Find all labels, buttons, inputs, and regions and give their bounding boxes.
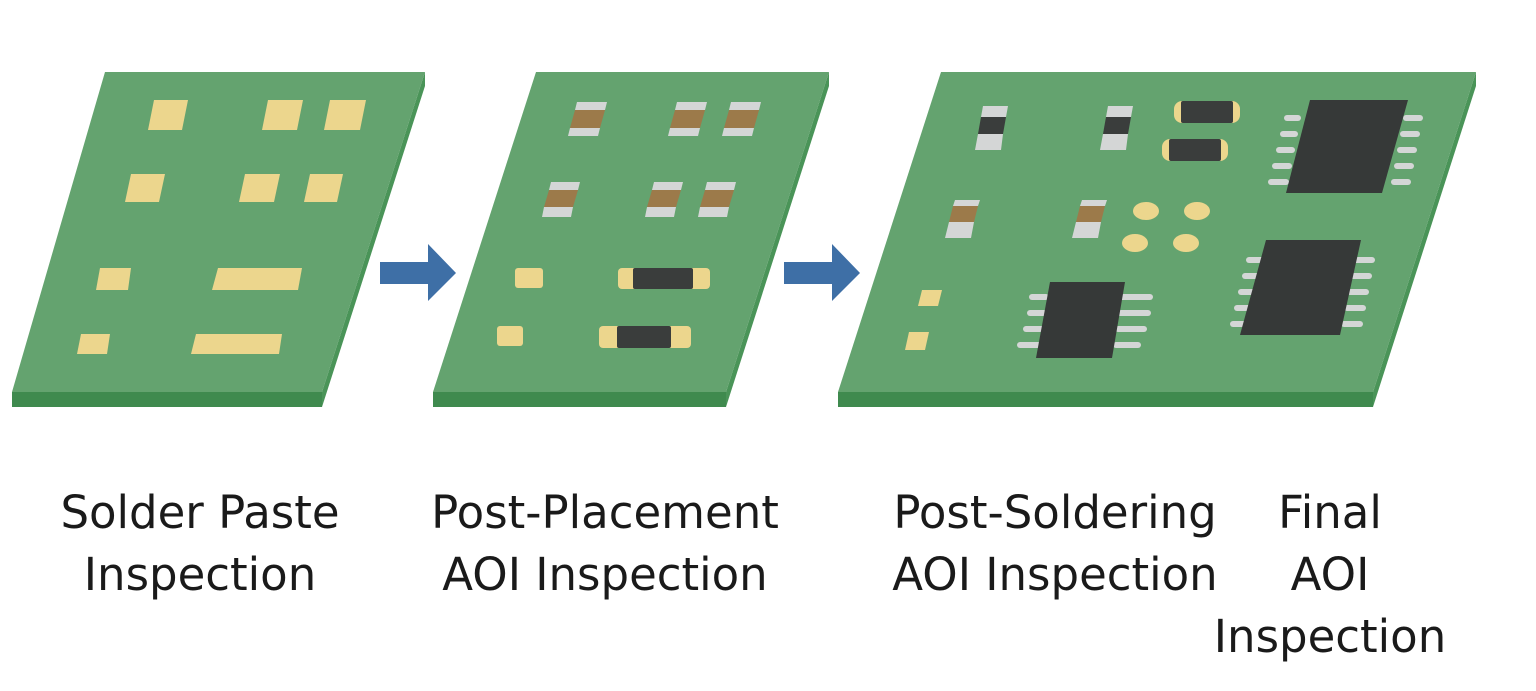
solder-pad-icon: [324, 100, 366, 130]
chip-component-icon: [1162, 139, 1228, 161]
solder-joints: [905, 202, 1210, 350]
stage-label-final: Final AOI Inspection: [1205, 482, 1455, 668]
board-top: [12, 72, 425, 392]
solder-pad-icon: [212, 268, 302, 290]
stage-label-post-placement: Post-Placement AOI Inspection: [405, 482, 805, 606]
stage-label-line: Inspection: [1213, 610, 1447, 663]
small-components: [497, 268, 710, 348]
solder-pad-icon: [77, 334, 110, 354]
stage-label-line: AOI: [1290, 548, 1370, 601]
stage-label-line: Inspection: [83, 548, 317, 601]
chip-component-icon: [1174, 101, 1240, 123]
resistor-icon: [722, 102, 761, 136]
pcb-board-post-placement: [433, 72, 829, 407]
resistor-icon: [645, 182, 683, 217]
solder-pad-icon: [515, 268, 543, 288]
ic-chip-icon: [1017, 282, 1153, 358]
resistor-icon: [568, 102, 607, 136]
resistor-icon: [945, 200, 980, 238]
solder-pad-icon: [905, 332, 929, 350]
solder-pad-icon: [1133, 202, 1159, 220]
stage-label-line: Final: [1278, 486, 1382, 539]
board-side: [433, 392, 726, 407]
stage-label-line: Solder Paste: [60, 486, 340, 539]
small-chip-icon: [1100, 106, 1133, 150]
resistor-icon: [1072, 200, 1107, 238]
stage-label-line: Post-Soldering: [893, 486, 1217, 539]
board-side-right: [322, 72, 425, 407]
chip-component-icon: [599, 326, 691, 348]
solder-pad-icon: [1173, 234, 1199, 252]
pcb-board-solder-paste: [12, 72, 425, 407]
right-arrow-icon: [784, 244, 860, 301]
solder-pad-icon: [148, 100, 188, 130]
solder-pad-icon: [125, 174, 165, 202]
resistor-icon: [698, 182, 736, 217]
solder-pad-icon: [191, 334, 282, 354]
chip-component-icon: [618, 268, 710, 289]
solder-pad-icon: [918, 290, 942, 306]
board-side: [838, 392, 1373, 407]
pcb-board-soldered: [838, 72, 1476, 407]
board-side-right: [726, 72, 829, 407]
solder-pad-icon: [1122, 234, 1148, 252]
board-side-right: [1373, 72, 1476, 407]
board-side: [12, 392, 322, 407]
small-chip-icon: [975, 106, 1008, 150]
right-arrow-icon: [380, 244, 456, 301]
solder-pads: [77, 100, 366, 354]
stage-label-post-soldering: Post-Soldering AOI Inspection: [870, 482, 1240, 606]
solder-pad-icon: [304, 174, 343, 202]
resistors: [542, 102, 761, 217]
solder-pad-icon: [262, 100, 303, 130]
stage-label-line: AOI Inspection: [442, 548, 768, 601]
ic-chip-icon: [1230, 240, 1375, 335]
solder-pad-icon: [96, 268, 131, 290]
resistor-icon: [542, 182, 580, 217]
resistor-icon: [668, 102, 707, 136]
solder-pad-icon: [239, 174, 280, 202]
solder-pad-icon: [497, 326, 523, 346]
ic-chip-icon: [1268, 100, 1423, 193]
stage-label-solder-paste: Solder Paste Inspection: [40, 482, 360, 606]
stage-label-line: Post-Placement: [431, 486, 779, 539]
solder-pad-icon: [1184, 202, 1210, 220]
board-top: [433, 72, 829, 392]
stage-label-line: AOI Inspection: [892, 548, 1218, 601]
